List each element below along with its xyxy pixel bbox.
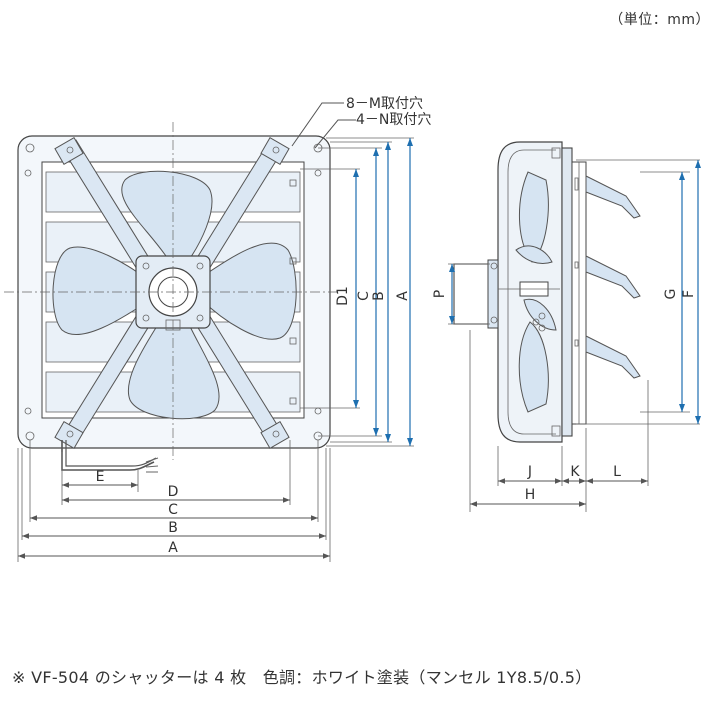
side-view [453, 141, 641, 443]
hole-icon [272, 430, 280, 438]
dim-A-width: A [168, 540, 178, 556]
dim-H: H [525, 487, 536, 503]
motor-bolt-icon [142, 262, 150, 270]
dim-L: L [613, 464, 621, 480]
dim-K: K [570, 464, 580, 480]
corner-brackets [54, 137, 290, 449]
dim-G: G [663, 289, 679, 300]
power-cable [61, 440, 155, 471]
unit-note: （単位：mm） [609, 12, 710, 28]
dim-B-width: B [168, 520, 178, 536]
dim-D1: D1 [335, 286, 351, 306]
fan-blade-bottom [127, 317, 220, 420]
fan-blade-right [199, 242, 297, 340]
fan-blade-left [52, 246, 151, 335]
front-width-dimensions: E D C B A [17, 440, 331, 562]
dim-J: J [527, 464, 532, 480]
dim-C-height: C [356, 291, 372, 301]
dim-P: P [432, 290, 448, 298]
side-dimensions: P G F J K L [432, 159, 701, 512]
dim-A-height: A [395, 291, 411, 301]
front-height-dimensions: D1 C B A [300, 137, 414, 447]
dim-E: E [96, 469, 105, 485]
motor-bolt-icon [142, 314, 150, 322]
hole-callouts: 8－M取付穴 4－N取付穴 [291, 96, 431, 149]
side-louver-1 [585, 175, 641, 219]
hole-icon [314, 169, 322, 177]
callout-mounting-holes: 8－M取付穴 [346, 96, 423, 112]
motor-bolt-icon [196, 262, 204, 270]
hole-icon [66, 146, 74, 154]
hole-icon [66, 430, 74, 438]
hole-icon [24, 169, 32, 177]
dim-D: D [168, 484, 179, 500]
motor-bolt-icon [196, 314, 204, 322]
side-flange [561, 147, 573, 437]
side-blade-bottom [518, 321, 549, 413]
side-louver-2 [585, 255, 641, 299]
dim-F: F [681, 290, 697, 298]
side-motor [453, 263, 493, 325]
fan-blade-top [121, 170, 213, 265]
hole-icon [272, 146, 280, 154]
callout-n-holes: 4－N取付穴 [356, 112, 431, 128]
side-louver-3 [585, 335, 641, 379]
footnote: ※ VF-504 のシャッターは 4 枚 色調：ホワイト塗装（マンセル 1Y8.… [12, 668, 592, 687]
dim-B-height: B [371, 291, 387, 301]
dim-C-width: C [168, 502, 178, 518]
hole-icon [24, 407, 32, 415]
front-view [4, 122, 340, 473]
hole-icon [25, 143, 35, 153]
